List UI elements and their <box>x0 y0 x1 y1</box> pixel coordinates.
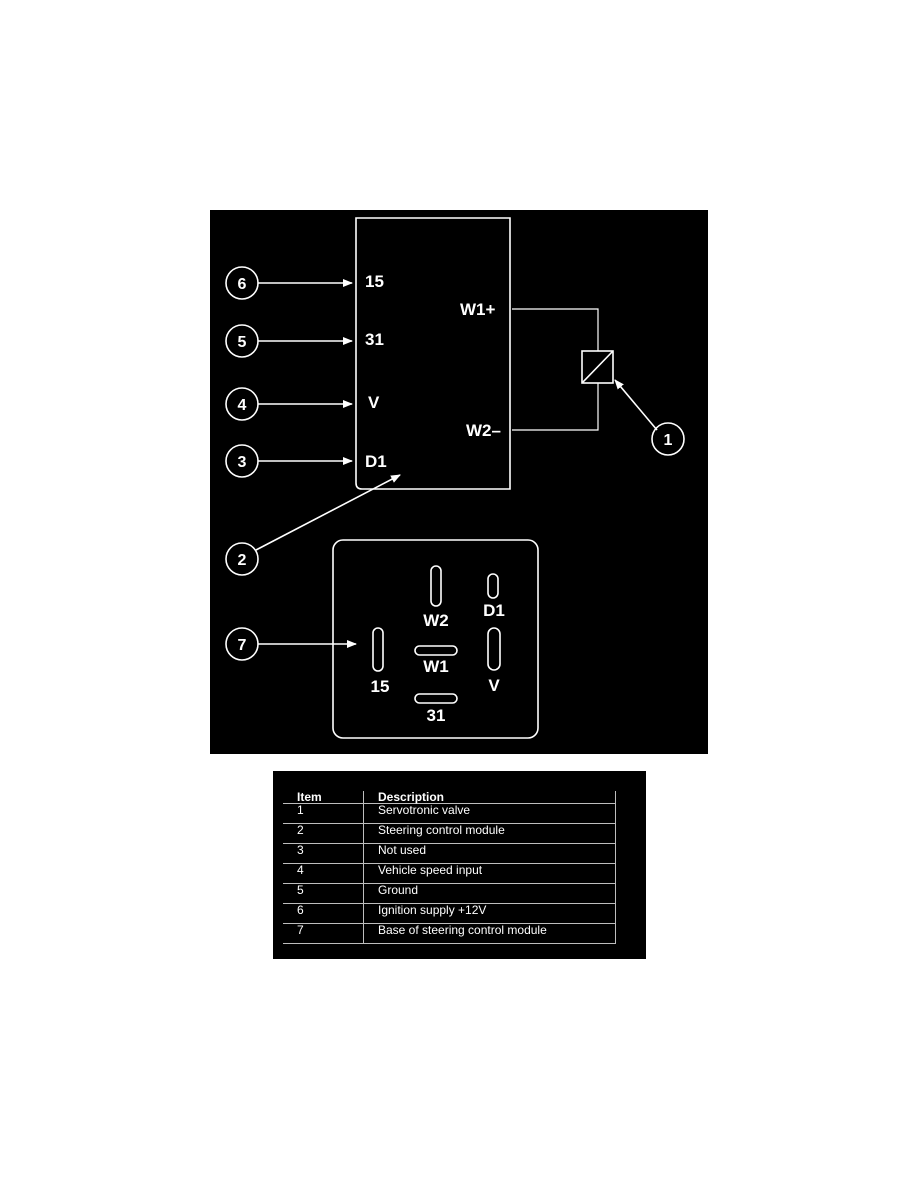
legend-table: Item Description 1 Servotronic valve 2 S… <box>283 791 616 944</box>
legend-item-description: Base of steering control module <box>363 923 616 944</box>
module-base <box>332 539 539 739</box>
callout-5-circle <box>225 324 259 358</box>
legend-item-number: 6 <box>283 903 364 924</box>
legend-item-number: 2 <box>283 823 364 844</box>
module-box <box>355 217 511 490</box>
legend-item-number: 1 <box>283 803 364 824</box>
base-pin-31-slot <box>414 693 458 704</box>
wire-w1 <box>512 308 599 351</box>
base-pin-15-label: 15 <box>371 677 390 696</box>
base-pin-w1-slot <box>414 645 458 656</box>
table-row: 1 Servotronic valve <box>283 803 616 824</box>
base-pin-v-slot <box>487 627 501 671</box>
base-pin-d1-label: D1 <box>483 601 505 620</box>
legend-item-description: Steering control module <box>363 823 616 844</box>
legend-item-description: Servotronic valve <box>363 803 616 824</box>
pin-label-w1-plus: W1+ <box>460 300 496 319</box>
legend-item-number: 3 <box>283 843 364 864</box>
pin-label-31: 31 <box>365 330 384 349</box>
legend-item-number: 5 <box>283 883 364 904</box>
callout-2-circle <box>225 542 259 576</box>
callout-4-label: 4 <box>238 397 247 414</box>
pin-label-v: V <box>368 393 380 412</box>
legend-item-number: 4 <box>283 863 364 884</box>
table-row: 7 Base of steering control module <box>283 923 616 944</box>
pin-label-w2-minus: W2– <box>466 421 501 440</box>
base-pin-31-label: 31 <box>427 706 446 725</box>
callout-7-circle <box>225 627 259 661</box>
base-pin-w2-label: W2 <box>423 611 449 630</box>
callout-3-label: 3 <box>238 454 247 471</box>
legend-item-description: Ignition supply +12V <box>363 903 616 924</box>
callout-1-arrow <box>614 379 658 431</box>
base-pin-15-slot <box>372 627 384 672</box>
table-row: 3 Not used <box>283 843 616 864</box>
callout-6-label: 6 <box>238 276 247 293</box>
pin-label-d1: D1 <box>365 452 387 471</box>
callout-7-label: 7 <box>238 637 247 654</box>
table-row: 2 Steering control module <box>283 823 616 844</box>
base-pin-w2-slot <box>430 565 442 607</box>
callout-6-circle <box>225 266 259 300</box>
diagram-svg: 15 31 V D1 W1+ W2– 1 2 3 4 5 <box>225 217 685 739</box>
legend-item-number: 7 <box>283 923 364 944</box>
base-pin-v-label: V <box>488 676 500 695</box>
base-pin-d1-slot <box>487 573 499 599</box>
legend-panel: Item Description 1 Servotronic valve 2 S… <box>273 771 646 959</box>
table-row: 5 Ground <box>283 883 616 904</box>
callout-1-circle <box>651 422 685 456</box>
valve-diagonal <box>581 350 614 384</box>
legend-header-item: Item <box>283 791 364 804</box>
callout-4-circle <box>225 387 259 421</box>
legend-header-description: Description <box>363 791 616 804</box>
wiring-diagram: 15 31 V D1 W1+ W2– 1 2 3 4 5 <box>210 210 708 754</box>
table-row: 4 Vehicle speed input <box>283 863 616 884</box>
table-row: 6 Ignition supply +12V <box>283 903 616 924</box>
legend-item-description: Ground <box>363 883 616 904</box>
base-pin-w1-label: W1 <box>423 657 449 676</box>
callout-2-arrow <box>255 474 401 551</box>
callout-2-label: 2 <box>238 552 247 569</box>
legend-header-row: Item Description <box>283 791 616 804</box>
legend-item-description: Not used <box>363 843 616 864</box>
callout-3-circle <box>225 444 259 478</box>
pin-label-15: 15 <box>365 272 384 291</box>
wire-w2 <box>512 383 599 431</box>
callout-1-label: 1 <box>664 432 673 449</box>
legend-item-description: Vehicle speed input <box>363 863 616 884</box>
callout-5-label: 5 <box>238 334 247 351</box>
servotronic-valve-symbol <box>581 350 614 384</box>
